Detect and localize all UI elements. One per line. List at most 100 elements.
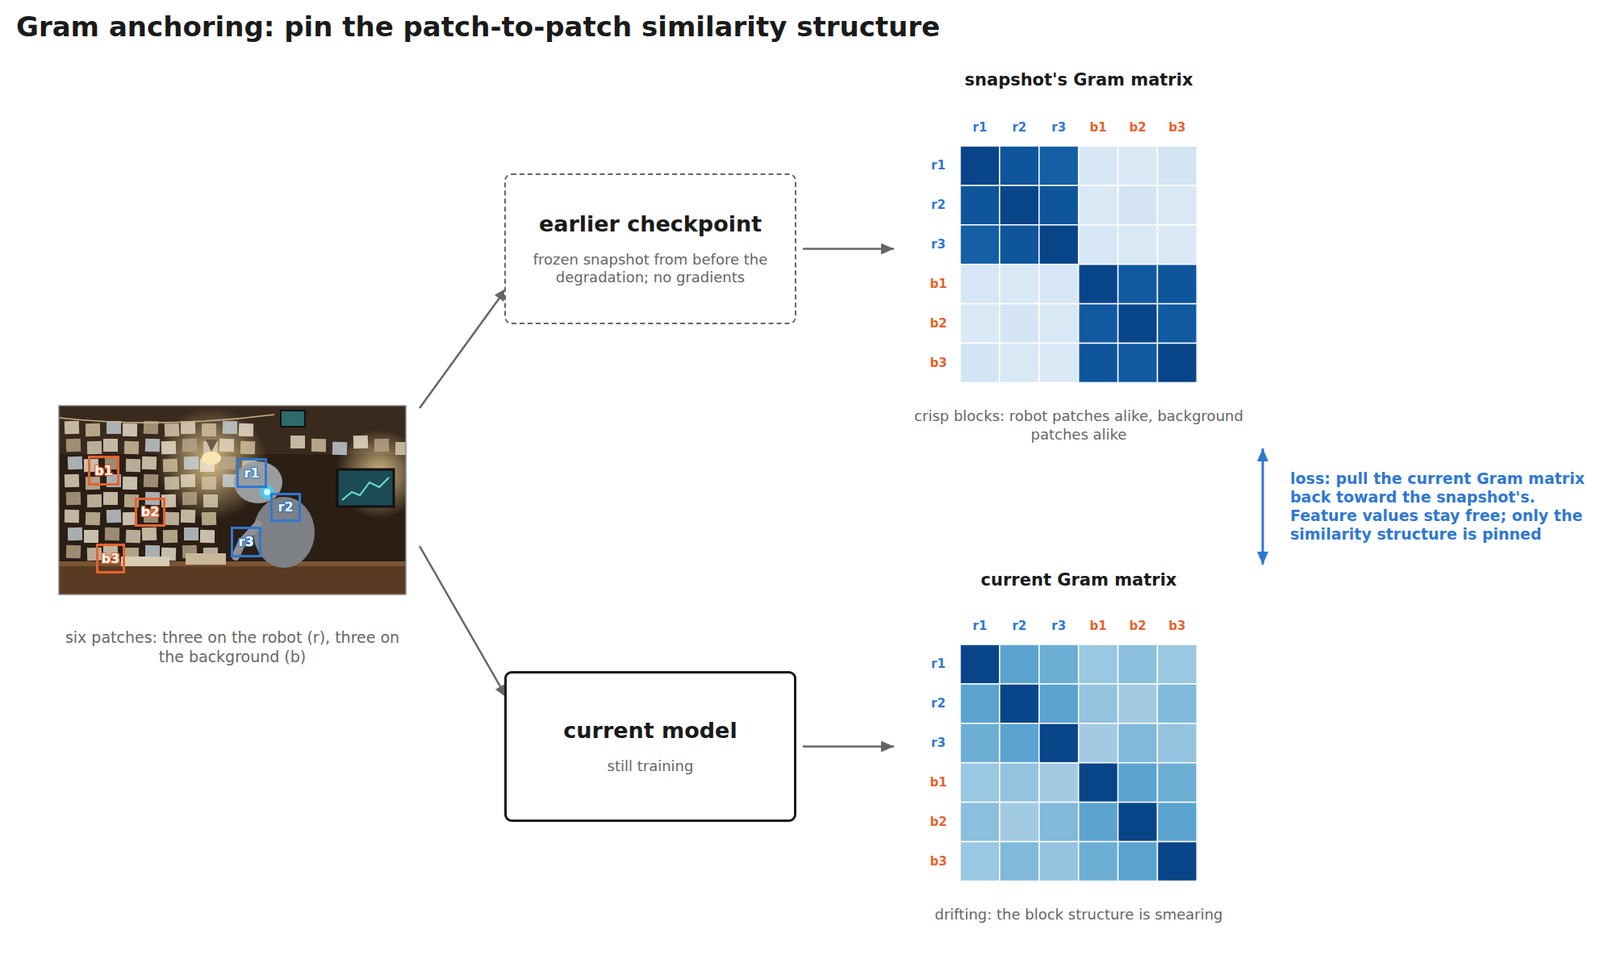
column-label: r3 (1051, 618, 1066, 634)
row-label: b2 (929, 316, 947, 331)
matrix-heading: snapshot's Gram matrix (965, 69, 1194, 91)
row-label: b3 (929, 355, 947, 371)
photo (203, 494, 218, 508)
matrix-cell (1039, 264, 1079, 305)
column-label: r2 (1011, 618, 1027, 634)
photo (106, 421, 122, 435)
patch-label: r1 (243, 467, 260, 481)
matrix-cell (999, 763, 1040, 803)
column-label: b1 (1090, 120, 1108, 135)
matrix-cell (999, 343, 1040, 384)
photo (201, 476, 217, 490)
matrix-cell (1157, 802, 1198, 843)
loss-note: loss: pull the current Gram matrix back … (1290, 469, 1589, 544)
row-label: b3 (929, 854, 947, 869)
photo (200, 530, 215, 544)
photo (180, 421, 196, 435)
model-box: current modelstill training (504, 671, 797, 823)
matrix-cell (999, 802, 1040, 843)
patch-box: r1 (236, 458, 268, 489)
photo (87, 441, 102, 455)
matrix-cell (1078, 684, 1119, 724)
box-heading: current model (563, 717, 737, 745)
flow-arrow (419, 288, 507, 409)
matrix-cell (1039, 343, 1079, 384)
matrix-cell (1157, 842, 1198, 882)
matrix-cell (1157, 763, 1198, 803)
matrix-cell (1118, 644, 1158, 685)
box-heading: earlier checkpoint (538, 210, 762, 239)
photo (221, 456, 236, 470)
photo (64, 421, 80, 435)
column-label: b1 (1090, 618, 1108, 634)
photo (164, 512, 180, 526)
matrix-cell (1078, 802, 1119, 843)
matrix-cell (1118, 802, 1158, 843)
gram-matrix-panel: current Gram matrixdrifting: the block s… (893, 564, 1275, 945)
matrix-cell (1039, 185, 1079, 226)
gram-matrix-cells (960, 146, 1197, 882)
matrix-cell (1078, 146, 1119, 186)
photo-wall (64, 421, 406, 562)
gram-matrix-panel: snapshot's Gram matrixcrisp blocks: robo… (893, 64, 1275, 449)
photo (87, 494, 102, 508)
row-label: r2 (931, 197, 946, 213)
matrix-caption: drifting: the block structure is smearin… (909, 906, 1249, 925)
illustration-panel: six patches: three on the robot (r), thr… (58, 405, 406, 673)
matrix-cell (999, 304, 1040, 344)
photo (222, 421, 238, 435)
photo (64, 509, 80, 523)
photo (142, 456, 158, 471)
matrix-cell (1039, 802, 1079, 843)
photo (161, 441, 177, 456)
photo (64, 474, 80, 489)
photo (183, 527, 199, 541)
matrix-cell (960, 684, 1000, 724)
matrix-cell (999, 684, 1040, 724)
patch-box: r3 (230, 526, 262, 558)
matrix-cell (999, 842, 1040, 882)
matrix-cell (960, 723, 1000, 764)
matrix-cell (1118, 304, 1158, 344)
matrix-cell (1078, 723, 1119, 764)
photo (125, 459, 141, 473)
row-label: b1 (929, 775, 947, 790)
photo (219, 438, 234, 452)
column-label: b2 (1128, 618, 1146, 634)
matrix-cell (960, 264, 1000, 305)
matrix-cell (1157, 264, 1198, 305)
double-arrow (1261, 448, 1265, 565)
photo (201, 512, 218, 527)
photo (143, 474, 159, 489)
matrix-cell (1157, 644, 1198, 685)
photo (85, 512, 101, 527)
matrix-cell (960, 343, 1000, 384)
photo (66, 438, 82, 453)
row-label: r2 (931, 696, 946, 711)
matrix-cell (1039, 684, 1079, 724)
row-label: b2 (929, 814, 947, 830)
photo (145, 438, 161, 453)
photo (164, 423, 180, 438)
flow-arrow (802, 745, 894, 748)
photo (85, 423, 101, 437)
matrix-cell (1078, 842, 1119, 882)
matrix-cell (1039, 763, 1079, 803)
photo (66, 545, 82, 560)
photo (67, 456, 84, 471)
photo (83, 530, 99, 544)
frozen-checkpoint-box: earlier checkpointfrozen snapshot from b… (504, 173, 797, 325)
matrix-cell (1118, 225, 1158, 265)
matrix-cell (960, 146, 1000, 186)
matrix-cell (1078, 763, 1119, 803)
photo (142, 527, 158, 542)
matrix-cell (960, 842, 1000, 882)
matrix-cell (999, 644, 1040, 685)
matrix-cell (1039, 842, 1079, 882)
matrix-cell (1118, 842, 1158, 882)
matrix-cell (1157, 146, 1198, 186)
matrix-cell (1118, 723, 1158, 764)
photo (122, 476, 138, 490)
photo (162, 530, 178, 544)
photo (374, 438, 389, 452)
